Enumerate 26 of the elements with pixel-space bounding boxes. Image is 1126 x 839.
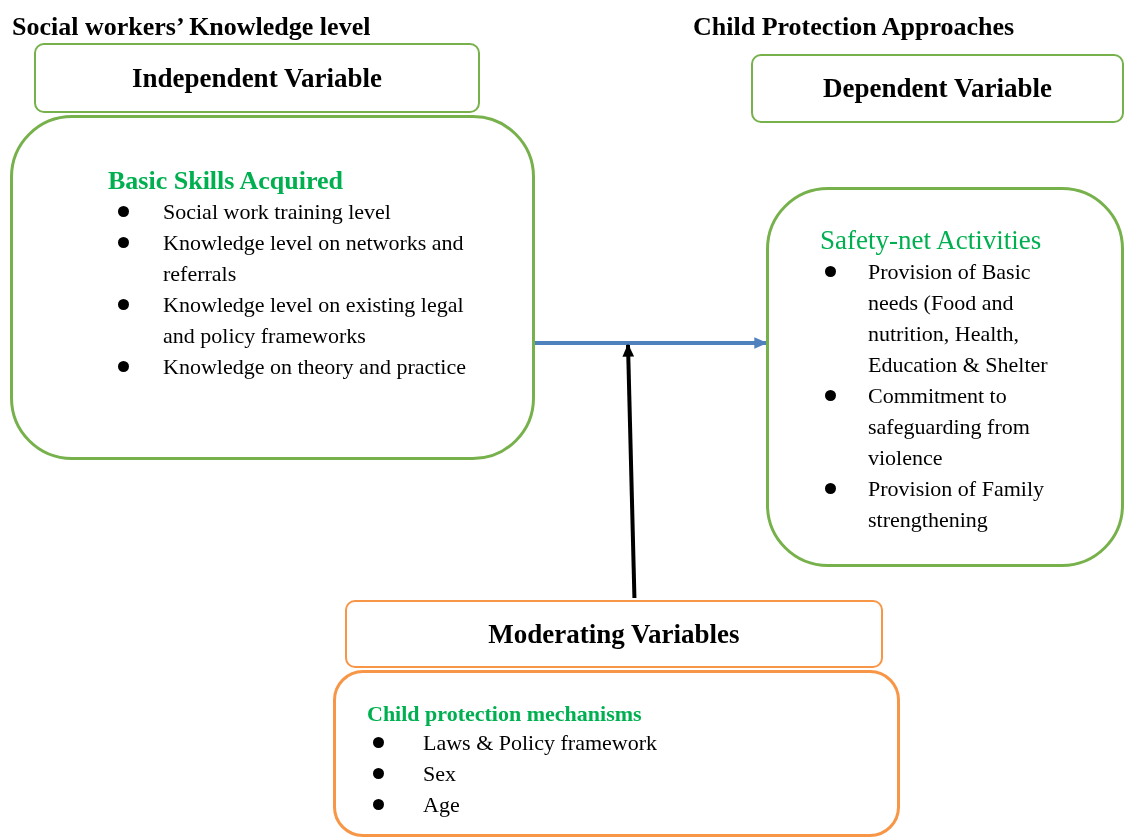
list-item: Age: [423, 791, 461, 819]
variable-card: [766, 187, 1124, 567]
header-text: Moderating Variables: [488, 618, 740, 650]
list-item: Commitment to safeguarding from violence: [868, 382, 1031, 472]
section-title: Social workers’ Knowledge level: [12, 12, 371, 42]
variable-card: [333, 670, 900, 837]
list-item: Sex: [423, 760, 457, 788]
section-title: Child Protection Approaches: [693, 12, 1015, 42]
header-text: Dependent Variable: [823, 73, 1052, 104]
variable-card: [10, 115, 535, 460]
card-heading: Safety-net Activities: [820, 225, 1042, 256]
card-heading: Child protection mechanisms: [367, 701, 642, 727]
list-item: Provision of Family strengthening: [868, 475, 1045, 534]
arrow: [535, 337, 768, 349]
list-item: Social work training level: [163, 198, 392, 226]
list-item: Laws & Policy framework: [423, 729, 658, 757]
header-text: Independent Variable: [132, 62, 382, 94]
arrow: [622, 343, 637, 599]
list-item: Knowledge level on existing legal and policy frameworks: [163, 291, 465, 350]
list-item: Knowledge level on networks and referrals: [163, 229, 465, 288]
card-heading: Basic Skills Acquired: [108, 166, 344, 196]
variable-header-box: [34, 43, 480, 113]
variable-header-box: [751, 54, 1124, 123]
list-item: Provision of Basic needs (Food and nutrition, Health, Education & Shelter: [868, 258, 1049, 379]
list-item: Knowledge on theory and practice: [163, 353, 467, 381]
variable-header-box: [345, 600, 883, 668]
